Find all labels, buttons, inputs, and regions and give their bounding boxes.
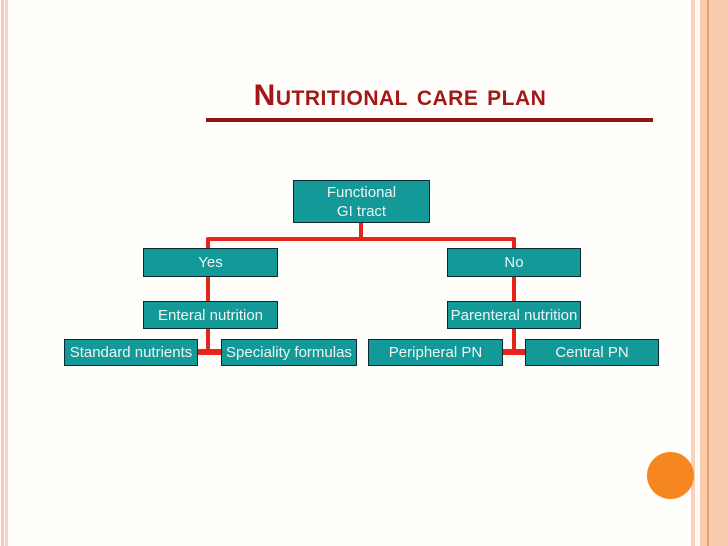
node-enteral-nutrition: Enteral nutrition (143, 301, 278, 329)
node-yes: Yes (143, 248, 278, 277)
node-no-label: No (504, 254, 524, 271)
node-functional-gi-tract: Functional GI tract (293, 180, 430, 223)
node-functional-gi-tract-line2: GI tract (336, 202, 387, 220)
node-yes-label: Yes (198, 254, 223, 271)
node-parenteral-nutrition-label: Parenteral nutrition (450, 306, 578, 324)
connector-right-vertical (512, 238, 516, 355)
left-edge-stripe (0, 0, 10, 546)
node-speciality-formulas: Speciality formulas (221, 339, 357, 366)
node-peripheral-pn-label: Peripheral PN (388, 344, 483, 361)
title-underline (206, 118, 653, 122)
node-central-pn: Central PN (525, 339, 659, 366)
right-edge-stripe (691, 0, 728, 546)
slide-title: Nutritional care plan (253, 79, 547, 112)
connector-root-stem (359, 222, 363, 240)
accent-circle (647, 452, 694, 499)
node-peripheral-pn: Peripheral PN (368, 339, 503, 366)
node-speciality-formulas-label: Speciality formulas (226, 344, 352, 361)
node-functional-gi-tract-line1: Functional (326, 183, 397, 201)
connector-left-tbar (197, 349, 223, 355)
node-central-pn-label: Central PN (555, 344, 629, 361)
node-standard-nutrients-label: Standard nutrients (69, 344, 193, 361)
node-standard-nutrients: Standard nutrients (64, 339, 198, 366)
node-no: No (447, 248, 581, 277)
node-enteral-nutrition-label: Enteral nutrition (157, 306, 264, 324)
connector-left-vertical (206, 238, 210, 355)
node-parenteral-nutrition: Parenteral nutrition (447, 301, 581, 329)
connector-horizontal-branch (206, 237, 516, 241)
connector-right-tbar (501, 349, 527, 355)
